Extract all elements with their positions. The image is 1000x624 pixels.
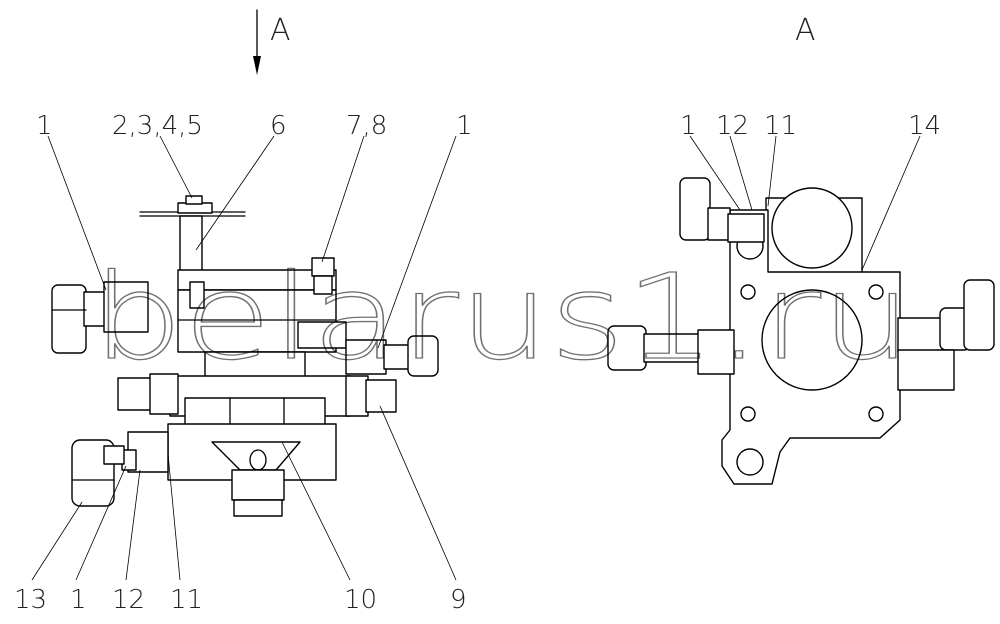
callout-left-top-3: 6 bbox=[270, 111, 287, 141]
right-callout-leaders bbox=[689, 135, 921, 271]
callout-right-top-2: 12 bbox=[716, 111, 749, 141]
callout-right-top-3: 11 bbox=[764, 111, 797, 141]
callout-left-top-5: 1 bbox=[456, 111, 473, 141]
view-title: A bbox=[795, 13, 816, 48]
callout-left-top-2: 2,3,4,5 bbox=[112, 111, 203, 141]
watermark: belarus1.ru bbox=[92, 248, 912, 386]
callout-left-top-4: 7,8 bbox=[346, 111, 387, 141]
arrow-label: A bbox=[270, 13, 291, 48]
callout-left-bottom-5: 10 bbox=[344, 585, 377, 615]
callout-left-top-1: 1 bbox=[36, 111, 53, 141]
callout-left-bottom-4: 11 bbox=[170, 585, 203, 615]
callout-right-top-1: 1 bbox=[680, 111, 697, 141]
right-view-assembly bbox=[607, 177, 995, 485]
left-view-assembly bbox=[51, 195, 439, 517]
callout-left-bottom-2: 1 bbox=[70, 585, 87, 615]
callout-left-bottom-1: 13 bbox=[14, 585, 47, 615]
callout-left-bottom-3: 12 bbox=[112, 585, 145, 615]
callout-right-top-4: 14 bbox=[908, 111, 941, 141]
view-direction-arrow bbox=[253, 9, 261, 75]
callout-left-bottom-6: 9 bbox=[450, 585, 467, 615]
left-callout-leaders bbox=[31, 135, 457, 581]
